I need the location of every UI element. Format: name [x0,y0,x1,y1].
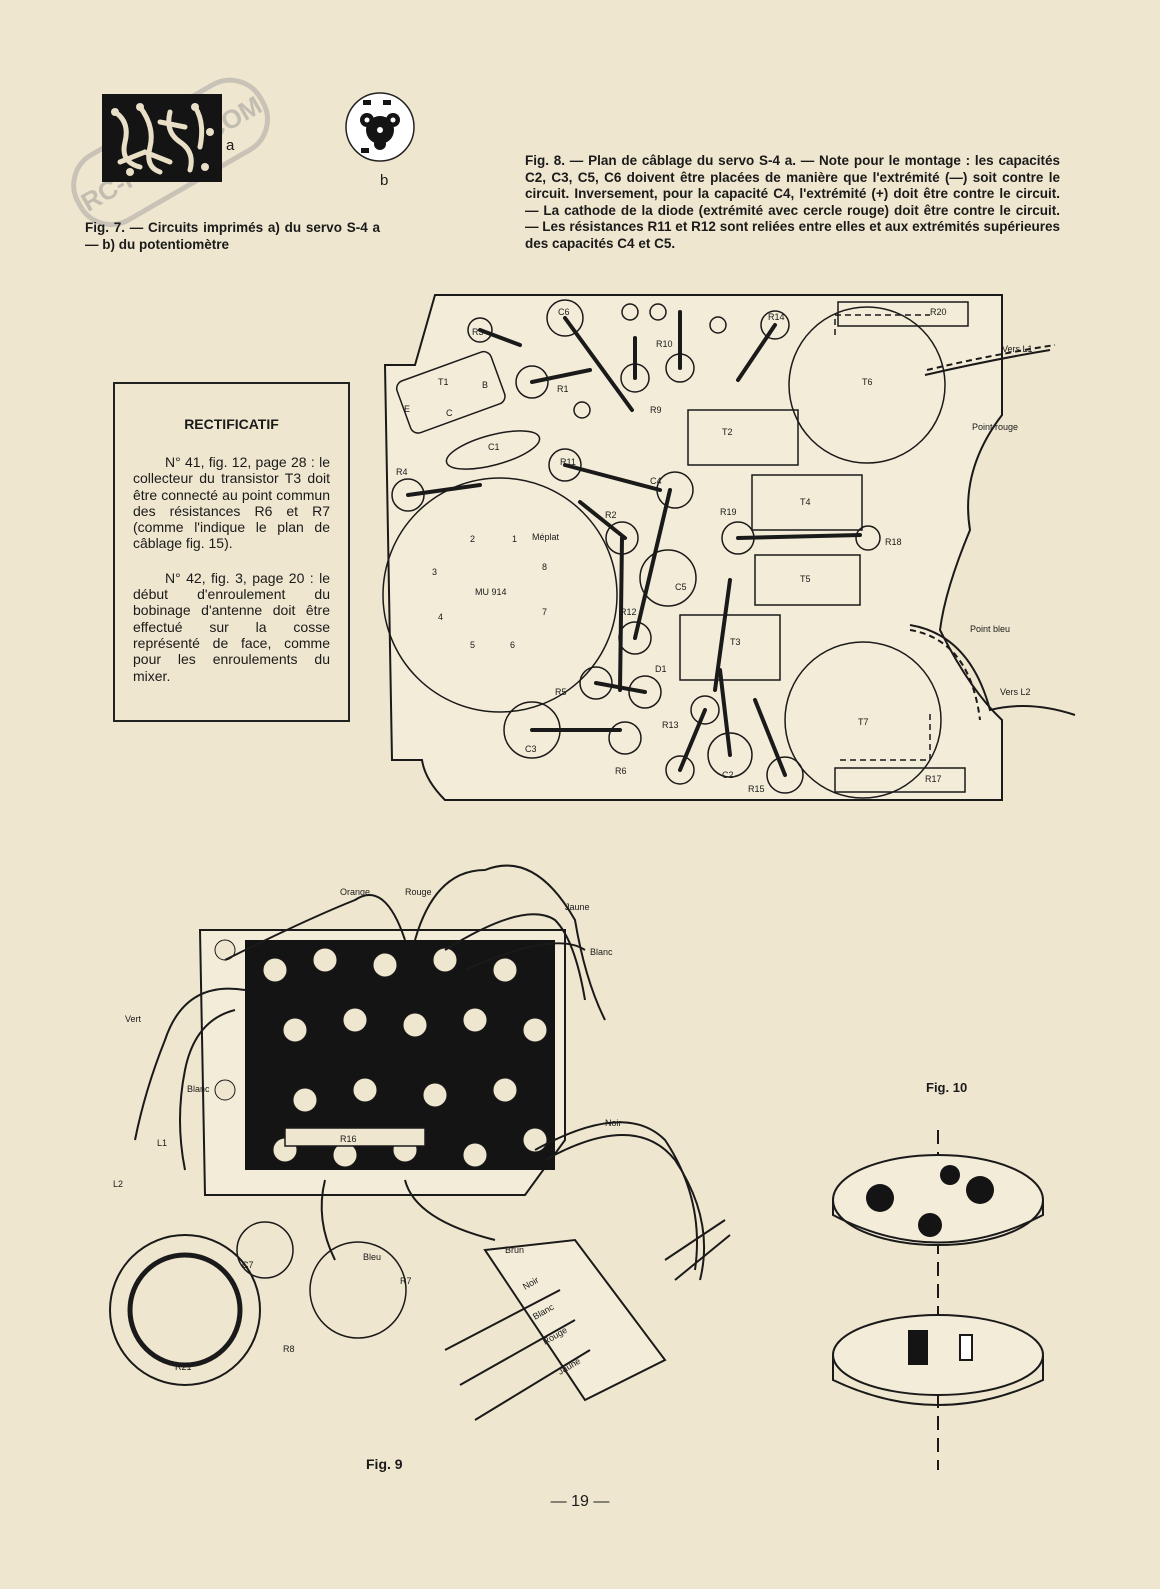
label-point-bleu: Point bleu [970,624,1010,634]
fig9-wire-bleu: Bleu [363,1252,381,1262]
fig9-part-r7: R7 [400,1276,412,1286]
fig7b-circuit [345,92,415,162]
label-pin8: 8 [542,562,547,572]
label-pin2: 2 [470,534,475,544]
fig9-part-r16: R16 [340,1134,357,1144]
fig7a-circuit [102,94,222,182]
label-c3: C3 [525,744,537,754]
label-meplat: Méplat [532,532,560,542]
fig7-label-b: b [380,172,389,189]
fig10-label: Fig. 10 [926,1080,968,1095]
fig9-part-r8: R8 [283,1344,295,1354]
label-pin5: 5 [470,640,475,650]
rectificatif-box: RECTIFICATIF N° 41, fig. 12, page 28 : l… [113,382,350,722]
label-r1: R1 [557,384,569,394]
rectificatif-title: RECTIFICATIF [184,416,279,432]
label-t1-e: E [404,404,410,414]
label-vers-l2: Vers L2 [1000,687,1031,697]
rectificatif-paragraph-1: N° 41, fig. 12, page 28 : le collecteur … [133,454,330,552]
fig9-part-l1: L1 [157,1138,167,1148]
label-c4: C4 [650,476,662,486]
fig7-label-a: a [226,137,235,154]
label-t7: T7 [858,717,869,727]
fig9-assembly: Orange Rouge Jaune Blanc Vert Blanc Noir… [109,864,731,1421]
fig9-part-l2: L2 [113,1179,123,1189]
label-r2: R2 [605,510,617,520]
fig9-wire-noir: Noir [605,1118,622,1128]
label-r10: R10 [656,339,673,349]
label-pin3: 3 [432,567,437,577]
label-r4: R4 [396,467,408,477]
fig8-caption: Fig. 8. — Plan de câblage du servo S-4 a… [525,153,1060,251]
label-pin4: 4 [438,612,443,622]
fig7-caption: Fig. 7. — Circuits imprimés a) du servo … [85,220,380,252]
label-r20: R20 [930,307,947,317]
label-d1: D1 [655,664,667,674]
label-r12: R12 [620,607,637,617]
label-pin1: 1 [512,534,517,544]
fig8-wiring-plan: R3 C6 R10 R14 R20 T1 R1 R9 T2 T6 C1 R4 R… [382,294,1076,801]
label-t3: T3 [730,637,741,647]
label-r11: R11 [560,457,576,467]
fig9-wire-vert: Vert [125,1014,142,1024]
label-t6: T6 [862,377,873,387]
label-t1-b: B [482,380,488,390]
label-t4: T4 [800,497,811,507]
label-c5: C5 [675,582,687,592]
page-number: — 19 — [550,1493,610,1510]
fig9-wire-brun: Brun [505,1245,524,1255]
label-t1-c: C [446,408,453,418]
label-r17: R17 [925,774,942,784]
fig10-potentiometer [832,1130,1044,1470]
fig9-wire-orange: Orange [340,887,370,897]
rectificatif-paragraph-2: N° 42, fig. 3, page 20 : le début d'enro… [133,569,330,684]
label-r15: R15 [748,784,765,794]
label-r9: R9 [650,405,662,415]
label-t5: T5 [800,574,811,584]
label-pin7: 7 [542,607,547,617]
fig9-wire-blanc2: Blanc [187,1084,210,1094]
label-vers-l1: Vers L1 [1002,344,1033,354]
label-r6: R6 [615,766,627,776]
label-pin6: 6 [510,640,515,650]
label-mu914: MU 914 [475,587,507,597]
fig9-part-r21: R21 [175,1362,192,1372]
label-r19: R19 [720,507,737,517]
label-r3: R3 [472,327,484,337]
fig9-part-c7: C7 [242,1260,254,1270]
label-c2: C2 [722,770,734,780]
fig9-wire-jaune: Jaune [565,902,590,912]
label-t1: T1 [438,377,449,387]
fig9-wire-blanc: Blanc [590,947,613,957]
label-point-rouge: Point rouge [972,422,1018,432]
label-r13: R13 [662,720,679,730]
fig9-label: Fig. 9 [366,1456,403,1472]
label-t2: T2 [722,427,733,437]
label-r5: R5 [555,687,567,697]
label-r18: R18 [885,537,902,547]
fig9-wire-rouge: Rouge [405,887,432,897]
label-r14: R14 [768,312,785,322]
label-c6: C6 [558,307,570,317]
label-c1: C1 [488,442,500,452]
